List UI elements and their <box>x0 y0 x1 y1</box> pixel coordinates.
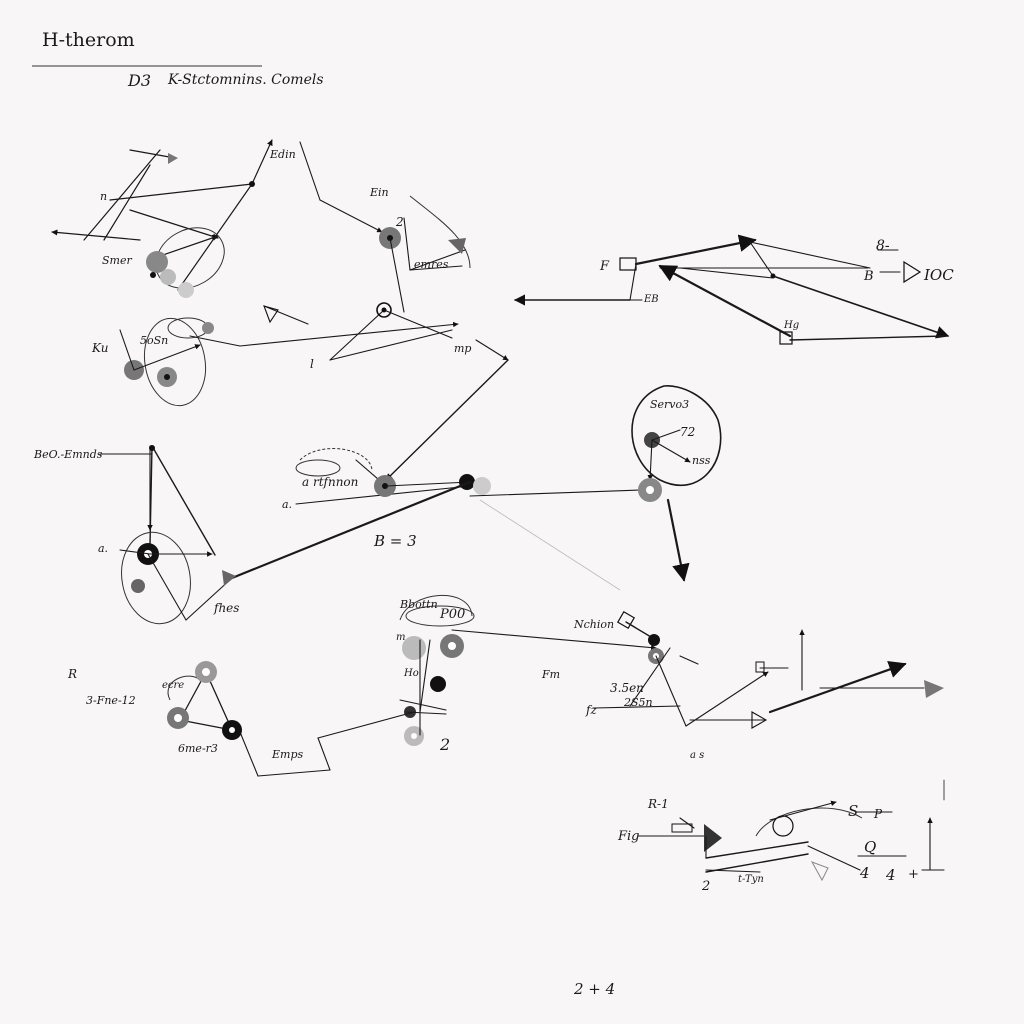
cluster-bottom-right <box>637 779 945 882</box>
label-a-tfnnon: a rtfnnon <box>302 475 358 489</box>
label-four-1: 4 <box>859 864 870 882</box>
label-s: S <box>848 802 858 820</box>
label-k-left: Ku <box>91 341 108 355</box>
label-m-right: mp <box>454 342 471 355</box>
label-b: B <box>863 269 874 284</box>
cluster-left-middle <box>99 445 236 625</box>
label-hg: Hg <box>783 320 799 331</box>
label-f-left: F <box>599 259 610 274</box>
label-r-1: R-1 <box>647 797 669 811</box>
label-fm: Fm <box>541 668 560 681</box>
label-e-pre: 3-Fne-12 <box>86 694 136 707</box>
label-p00: P00 <box>439 607 465 622</box>
label-bbottn: Bbottn <box>399 598 438 611</box>
label-emres: emres <box>414 258 449 271</box>
cluster-top-left <box>51 139 383 298</box>
label-two-sen: 2S5n <box>623 696 653 709</box>
label-n72: 72 <box>680 425 695 439</box>
label-a-small-1: a. <box>282 498 292 511</box>
label-q: Q <box>864 838 876 856</box>
cluster-center-lower <box>239 595 657 777</box>
label-ats: a s <box>690 750 704 761</box>
label-two-top: 2 <box>395 215 404 229</box>
label-a-small-2: a. <box>98 542 108 555</box>
label-nchion: Nchion <box>573 618 614 631</box>
label-edin: Edin <box>269 148 296 161</box>
cluster-top-right <box>513 234 950 345</box>
label-eb: EB <box>643 294 659 305</box>
label-n-mid: m <box>396 632 405 643</box>
label-ioc: IOC <box>923 266 954 284</box>
cluster-servo <box>631 385 722 582</box>
cluster-lower-right <box>593 610 944 729</box>
label-eight-minus: 8- <box>876 238 890 254</box>
label-ecre: ecre <box>162 680 184 691</box>
label-ein: Ein <box>369 186 389 199</box>
label-tyn: t-Tyn <box>738 874 764 885</box>
label-four-2: 4 <box>885 866 896 884</box>
label-n-top: n <box>100 190 107 203</box>
label-fz: fz <box>585 703 597 717</box>
page-footer: 2 + 4 <box>573 980 615 998</box>
label-two-bot: 2 <box>439 735 450 754</box>
label-fhes: fhes <box>213 601 239 615</box>
label-smer: Smer <box>102 254 132 267</box>
label-bo-emnds: BeO.-Emnds <box>33 448 103 461</box>
label-three-sen: 3.5en <box>610 681 644 695</box>
label-two-lower: 2 <box>701 879 710 894</box>
label-emerjs: 6me-r3 <box>178 742 218 755</box>
subtitle-left: D3 <box>127 71 151 90</box>
label-h-plus: + <box>908 867 919 882</box>
label-p: P <box>873 807 883 821</box>
label-ho: Ho <box>403 668 419 679</box>
label-son: 5oSn <box>140 334 168 347</box>
cluster-central <box>230 359 641 591</box>
label-r-left: R <box>67 667 77 681</box>
subtitle-right: K-Stctomnins. Comels <box>167 72 324 88</box>
label-b-equals: B = 3 <box>373 532 417 550</box>
cluster-lower-left <box>167 661 242 740</box>
label-emps: Emps <box>271 748 304 761</box>
page-title: H-therom <box>42 29 135 51</box>
label-servo: Servo3 <box>650 398 689 411</box>
cluster-middle-left <box>119 302 509 407</box>
label-fig: Fig <box>617 829 640 844</box>
label-mss: nss <box>692 454 711 467</box>
label-l-mid: l <box>310 357 314 371</box>
cluster-upper-center <box>379 195 471 313</box>
